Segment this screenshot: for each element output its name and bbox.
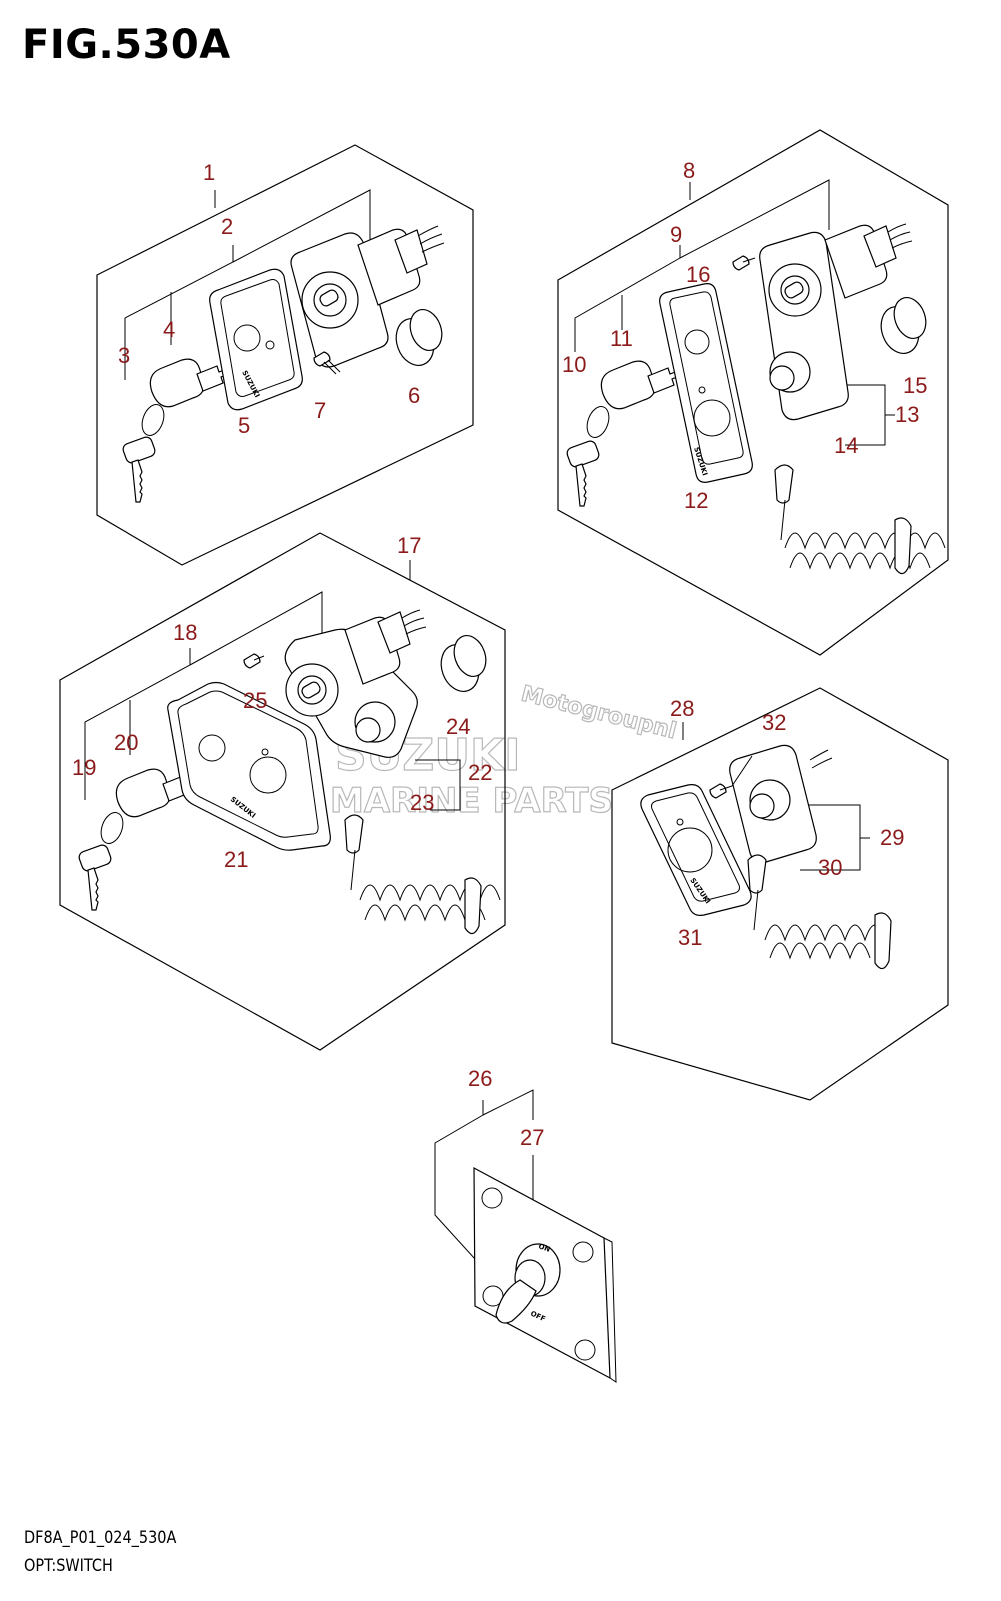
callout-19: 19: [72, 755, 96, 780]
cap-icon: [440, 635, 487, 692]
callout-8: 8: [683, 158, 695, 183]
callout-5: 5: [238, 413, 250, 438]
screw-icon: [313, 351, 341, 375]
assembly-box-3: SUZUKI: [59, 532, 506, 1051]
callout-20: 20: [114, 730, 138, 755]
switch-panel: SUZUKI: [209, 268, 303, 411]
lanyard-icon: [774, 464, 946, 575]
lanyard-icon: [344, 814, 501, 935]
callout-25: 25: [243, 688, 267, 713]
callout-28: 28: [670, 696, 694, 721]
figure-code: DF8A_P01_024_530A: [24, 1528, 177, 1548]
callout-29: 29: [880, 825, 904, 850]
callout-10: 10: [562, 352, 586, 377]
callout-1: 1: [203, 160, 215, 185]
watermark-line3: MARINE PARTS: [330, 781, 613, 821]
toggle-lever-icon: [495, 1243, 561, 1324]
callout-32: 32: [762, 710, 786, 735]
key-icon: [78, 768, 196, 911]
callout-4: 4: [163, 317, 175, 342]
callout-14: 14: [834, 433, 858, 458]
switch-panel: SUZUKI: [167, 681, 331, 851]
screw-icon: [732, 255, 756, 271]
callout-23: 23: [410, 790, 434, 815]
callout-11: 11: [610, 326, 633, 351]
callout-27: 27: [520, 1125, 544, 1150]
callout-17: 17: [397, 533, 421, 558]
watermark-line2: SUZUKI: [335, 730, 521, 781]
cap-icon: [395, 309, 443, 366]
switch-panel: SUZUKI: [640, 784, 752, 916]
screw-icon: [709, 755, 753, 799]
callout-2: 2: [221, 214, 233, 239]
callout-13: 13: [895, 402, 919, 427]
figure-name: OPT:SWITCH: [24, 1556, 113, 1576]
callout-labels: 1 2 3 4 5 6 7 8 9 10 11 12 13 14 15 16 1…: [72, 158, 927, 1150]
ignition-switch: [759, 223, 913, 421]
key-icon: [122, 358, 230, 503]
ignition-switch: [284, 609, 427, 758]
toggle-switch-assembly: ON OFF: [434, 1089, 617, 1383]
assembly-box-1: SUZUKI: [96, 144, 474, 566]
callout-22: 22: [468, 760, 492, 785]
ignition-switch: [290, 225, 445, 368]
callout-16: 16: [686, 262, 710, 287]
assembly-box-2: SUZUKI: [557, 129, 949, 656]
assembly-box-4: SUZUKI: [611, 687, 949, 1101]
callout-7: 7: [314, 398, 326, 423]
stop-switch: [729, 744, 833, 864]
key-icon: [566, 360, 681, 507]
switch-on-label: ON: [537, 1242, 551, 1254]
cap-icon: [880, 297, 927, 354]
callout-12: 12: [684, 488, 708, 513]
callout-21: 21: [224, 847, 248, 872]
watermark-line1: Motogroupnl: [519, 682, 679, 745]
callout-6: 6: [408, 383, 420, 408]
switch-panel: SUZUKI: [659, 283, 753, 483]
callout-3: 3: [118, 343, 130, 368]
callout-9: 9: [670, 222, 682, 247]
callout-15: 15: [903, 373, 927, 398]
callout-24: 24: [446, 714, 470, 739]
callout-30: 30: [818, 855, 842, 880]
figure-title: FIG.530A: [22, 22, 231, 68]
callout-31: 31: [678, 925, 702, 950]
callout-26: 26: [468, 1066, 492, 1091]
screw-icon: [243, 653, 265, 669]
callout-18: 18: [173, 620, 197, 645]
lanyard-icon: [747, 854, 892, 970]
